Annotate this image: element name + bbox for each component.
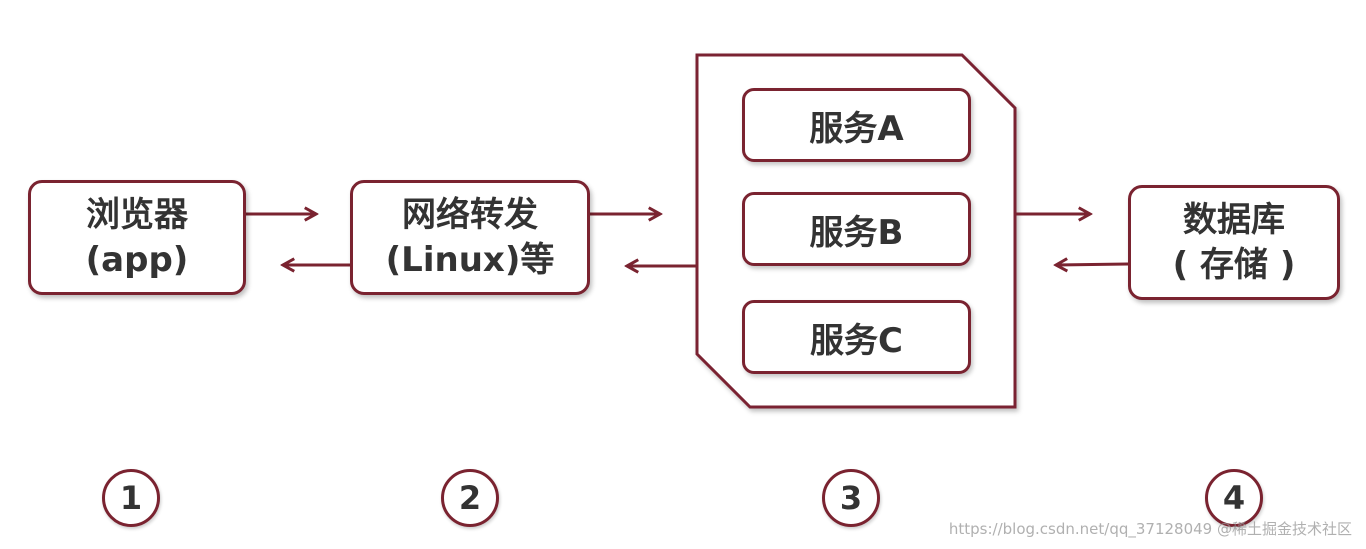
service-c-label: 服务C	[810, 320, 903, 361]
database-label: 数据库	[1183, 200, 1285, 241]
step-2-label: 2	[458, 479, 482, 517]
network-node: 网络转发 (Linux)等	[350, 180, 590, 295]
service-a-label: 服务A	[809, 108, 904, 149]
step-4-badge: 4	[1205, 469, 1263, 527]
browser-node: 浏览器 (app)	[28, 180, 246, 295]
step-4-label: 4	[1222, 479, 1246, 517]
service-b-node: 服务B	[742, 192, 971, 266]
service-c-node: 服务C	[742, 300, 971, 374]
step-3-badge: 3	[822, 469, 880, 527]
database-sublabel: ( 存储 )	[1172, 244, 1296, 285]
network-label: 网络转发	[402, 195, 538, 236]
step-2-badge: 2	[441, 469, 499, 527]
arrow-database-to-server	[1056, 264, 1129, 265]
browser-label: 浏览器	[86, 195, 188, 236]
step-1-label: 1	[119, 479, 143, 517]
watermark-text: https://blog.csdn.net/qq_37128049 @稀土掘金技…	[948, 520, 1352, 538]
database-node: 数据库 ( 存储 )	[1128, 185, 1340, 300]
service-b-label: 服务B	[809, 212, 904, 253]
network-sublabel: (Linux)等	[385, 239, 555, 280]
service-a-node: 服务A	[742, 88, 971, 162]
step-1-badge: 1	[102, 469, 160, 527]
step-3-label: 3	[839, 479, 863, 517]
browser-sublabel: (app)	[85, 239, 189, 280]
